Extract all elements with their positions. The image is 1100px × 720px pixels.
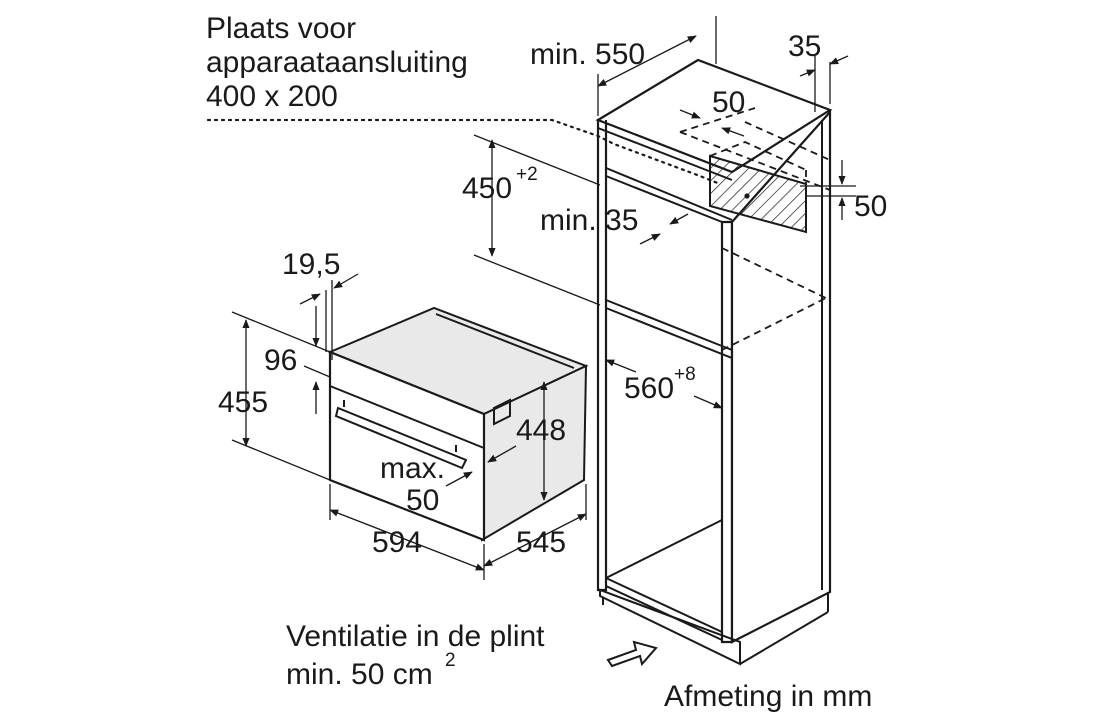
dim-450-tolerance: +2 bbox=[516, 164, 538, 185]
labels: Plaats voor apparaataansluiting 400 x 20… bbox=[206, 12, 887, 713]
dim-560-tolerance: +8 bbox=[674, 364, 696, 385]
dim-560: 560 bbox=[624, 372, 674, 405]
ventilation-unit-superscript: 2 bbox=[445, 650, 456, 671]
dim-19-5: 19,5 bbox=[282, 248, 340, 281]
dim-min-35: min. 35 bbox=[540, 204, 638, 237]
dim-545: 545 bbox=[516, 526, 566, 559]
dim-450: 450 bbox=[462, 172, 512, 205]
connection-label-line2: apparaataansluiting bbox=[206, 46, 468, 79]
dim-max-50: 50 bbox=[406, 484, 439, 517]
dim-594: 594 bbox=[372, 526, 422, 559]
ventilation-arrow-icon bbox=[606, 640, 658, 668]
ventilation-label-line1: Ventilatie in de plint bbox=[286, 620, 545, 653]
dim-455: 455 bbox=[218, 386, 268, 419]
dim-max-label: max. bbox=[380, 452, 445, 485]
connection-dotted-line bbox=[206, 118, 722, 186]
connection-label-line1: Plaats voor bbox=[206, 12, 356, 45]
connection-label-line3: 400 x 200 bbox=[206, 80, 338, 113]
tall-cabinet bbox=[473, 16, 856, 666]
dim-448: 448 bbox=[516, 414, 566, 447]
connection-area bbox=[709, 154, 807, 234]
dim-35-top: 35 bbox=[788, 30, 821, 63]
dim-min-550: min. 550 bbox=[530, 38, 645, 71]
dim-50-top: 50 bbox=[712, 86, 745, 119]
ventilation-label-line2: min. 50 cm bbox=[286, 658, 433, 691]
dimension-arrows bbox=[242, 35, 849, 668]
dim-50-right: 50 bbox=[854, 190, 887, 223]
units-note: Afmeting in mm bbox=[664, 680, 872, 713]
dim-96: 96 bbox=[264, 344, 297, 377]
